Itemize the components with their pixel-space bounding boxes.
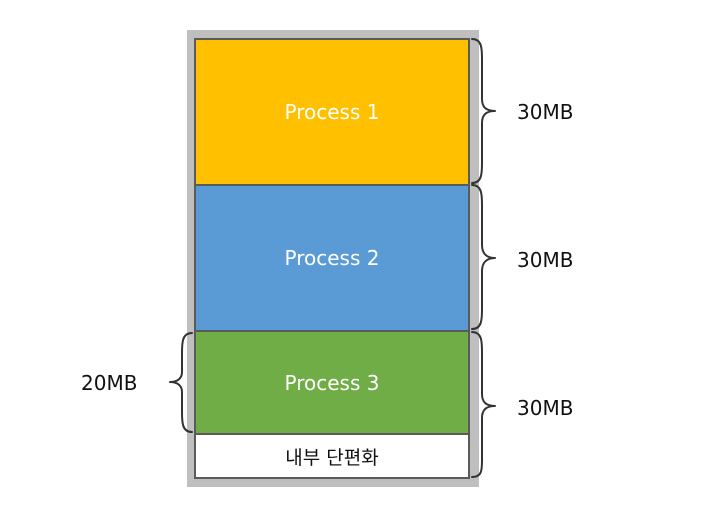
brace-right-process-1	[471, 38, 496, 184]
size-label-process-3-partition: 30MB	[517, 396, 574, 420]
size-label-process-1: 30MB	[517, 100, 574, 124]
internal-fragmentation-label: 내부 단편화	[285, 446, 379, 469]
process-2-label: Process 2	[284, 246, 380, 270]
process-3-label: Process 3	[284, 370, 380, 395]
size-label-process-3-actual: 20MB	[81, 371, 138, 395]
brace-left-process-3	[169, 332, 193, 433]
process-1-label: Process 1	[284, 100, 380, 124]
internal-fragmentation-block: 내부 단편화	[194, 433, 470, 479]
brace-right-process-3	[471, 331, 496, 478]
process-2-block: Process 2	[194, 184, 470, 332]
size-label-process-2: 30MB	[517, 248, 574, 272]
process-1-block: Process 1	[194, 38, 470, 186]
brace-right-process-2	[471, 184, 496, 330]
